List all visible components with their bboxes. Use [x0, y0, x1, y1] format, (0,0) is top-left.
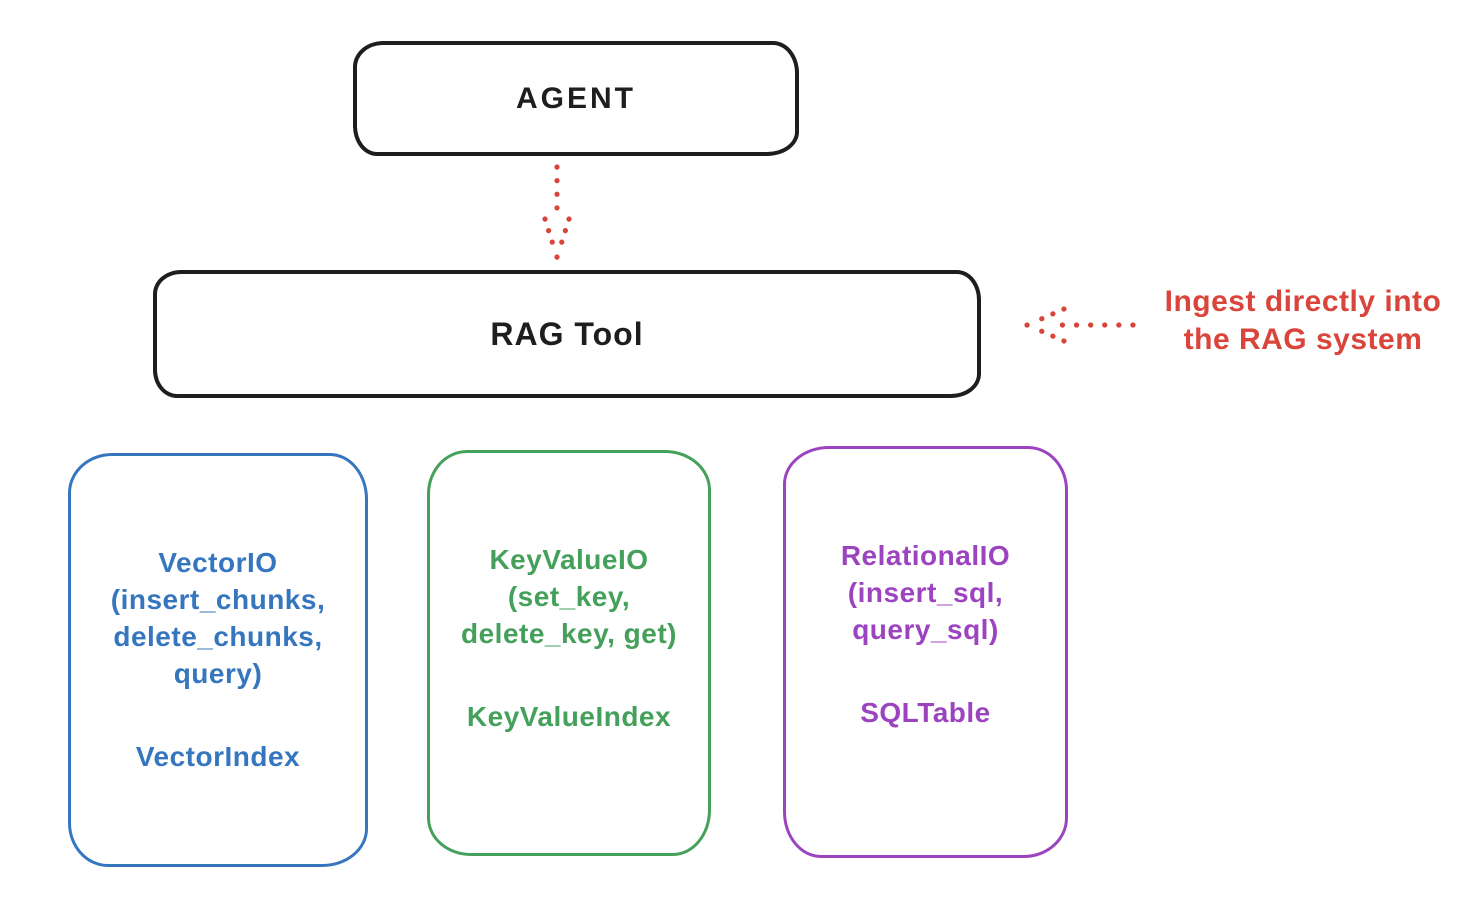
sql-table-label: SQLTable: [860, 697, 991, 728]
keyvalue-io-box: KeyValueIO (set_key, delete_key, get) Ke…: [427, 450, 711, 856]
ingest-annotation-line2: the RAG system: [1183, 323, 1423, 356]
vector-io-methods-line1: (insert_chunks,: [110, 584, 326, 615]
vector-io-box: VectorIO (insert_chunks, delete_chunks, …: [68, 453, 368, 867]
rag-tool-box: RAG Tool: [153, 270, 981, 398]
vector-index-label: VectorIndex: [135, 741, 301, 772]
relational-io-box: RelationalIO (insert_sql, query_sql) SQL…: [783, 446, 1068, 858]
relational-io-methods-line2: query_sql): [852, 614, 999, 645]
agent-box: AGENT: [353, 41, 799, 156]
rag-tool-box-label: RAG Tool: [490, 315, 644, 352]
relational-io-title: RelationalIO: [840, 540, 1011, 571]
ingest-arrow-icon: [1024, 306, 1136, 344]
keyvalue-io-title: KeyValueIO: [489, 544, 649, 575]
vector-io-title: VectorIO: [158, 547, 278, 578]
relational-io-methods-line1: (insert_sql,: [847, 577, 1004, 608]
vector-io-methods-line2: delete_chunks,: [113, 621, 323, 652]
agent-box-label: AGENT: [516, 81, 636, 115]
agent-to-rag-arrow-icon: [542, 164, 572, 260]
vector-io-methods-line3: query): [173, 658, 263, 689]
keyvalue-io-methods-line2: delete_key, get): [460, 618, 678, 649]
ingest-annotation-line1: Ingest directly into: [1164, 285, 1442, 318]
keyvalue-index-label: KeyValueIndex: [466, 701, 672, 732]
ingest-annotation: Ingest directly into the RAG system: [1130, 283, 1476, 359]
keyvalue-io-methods-line1: (set_key,: [507, 581, 631, 612]
